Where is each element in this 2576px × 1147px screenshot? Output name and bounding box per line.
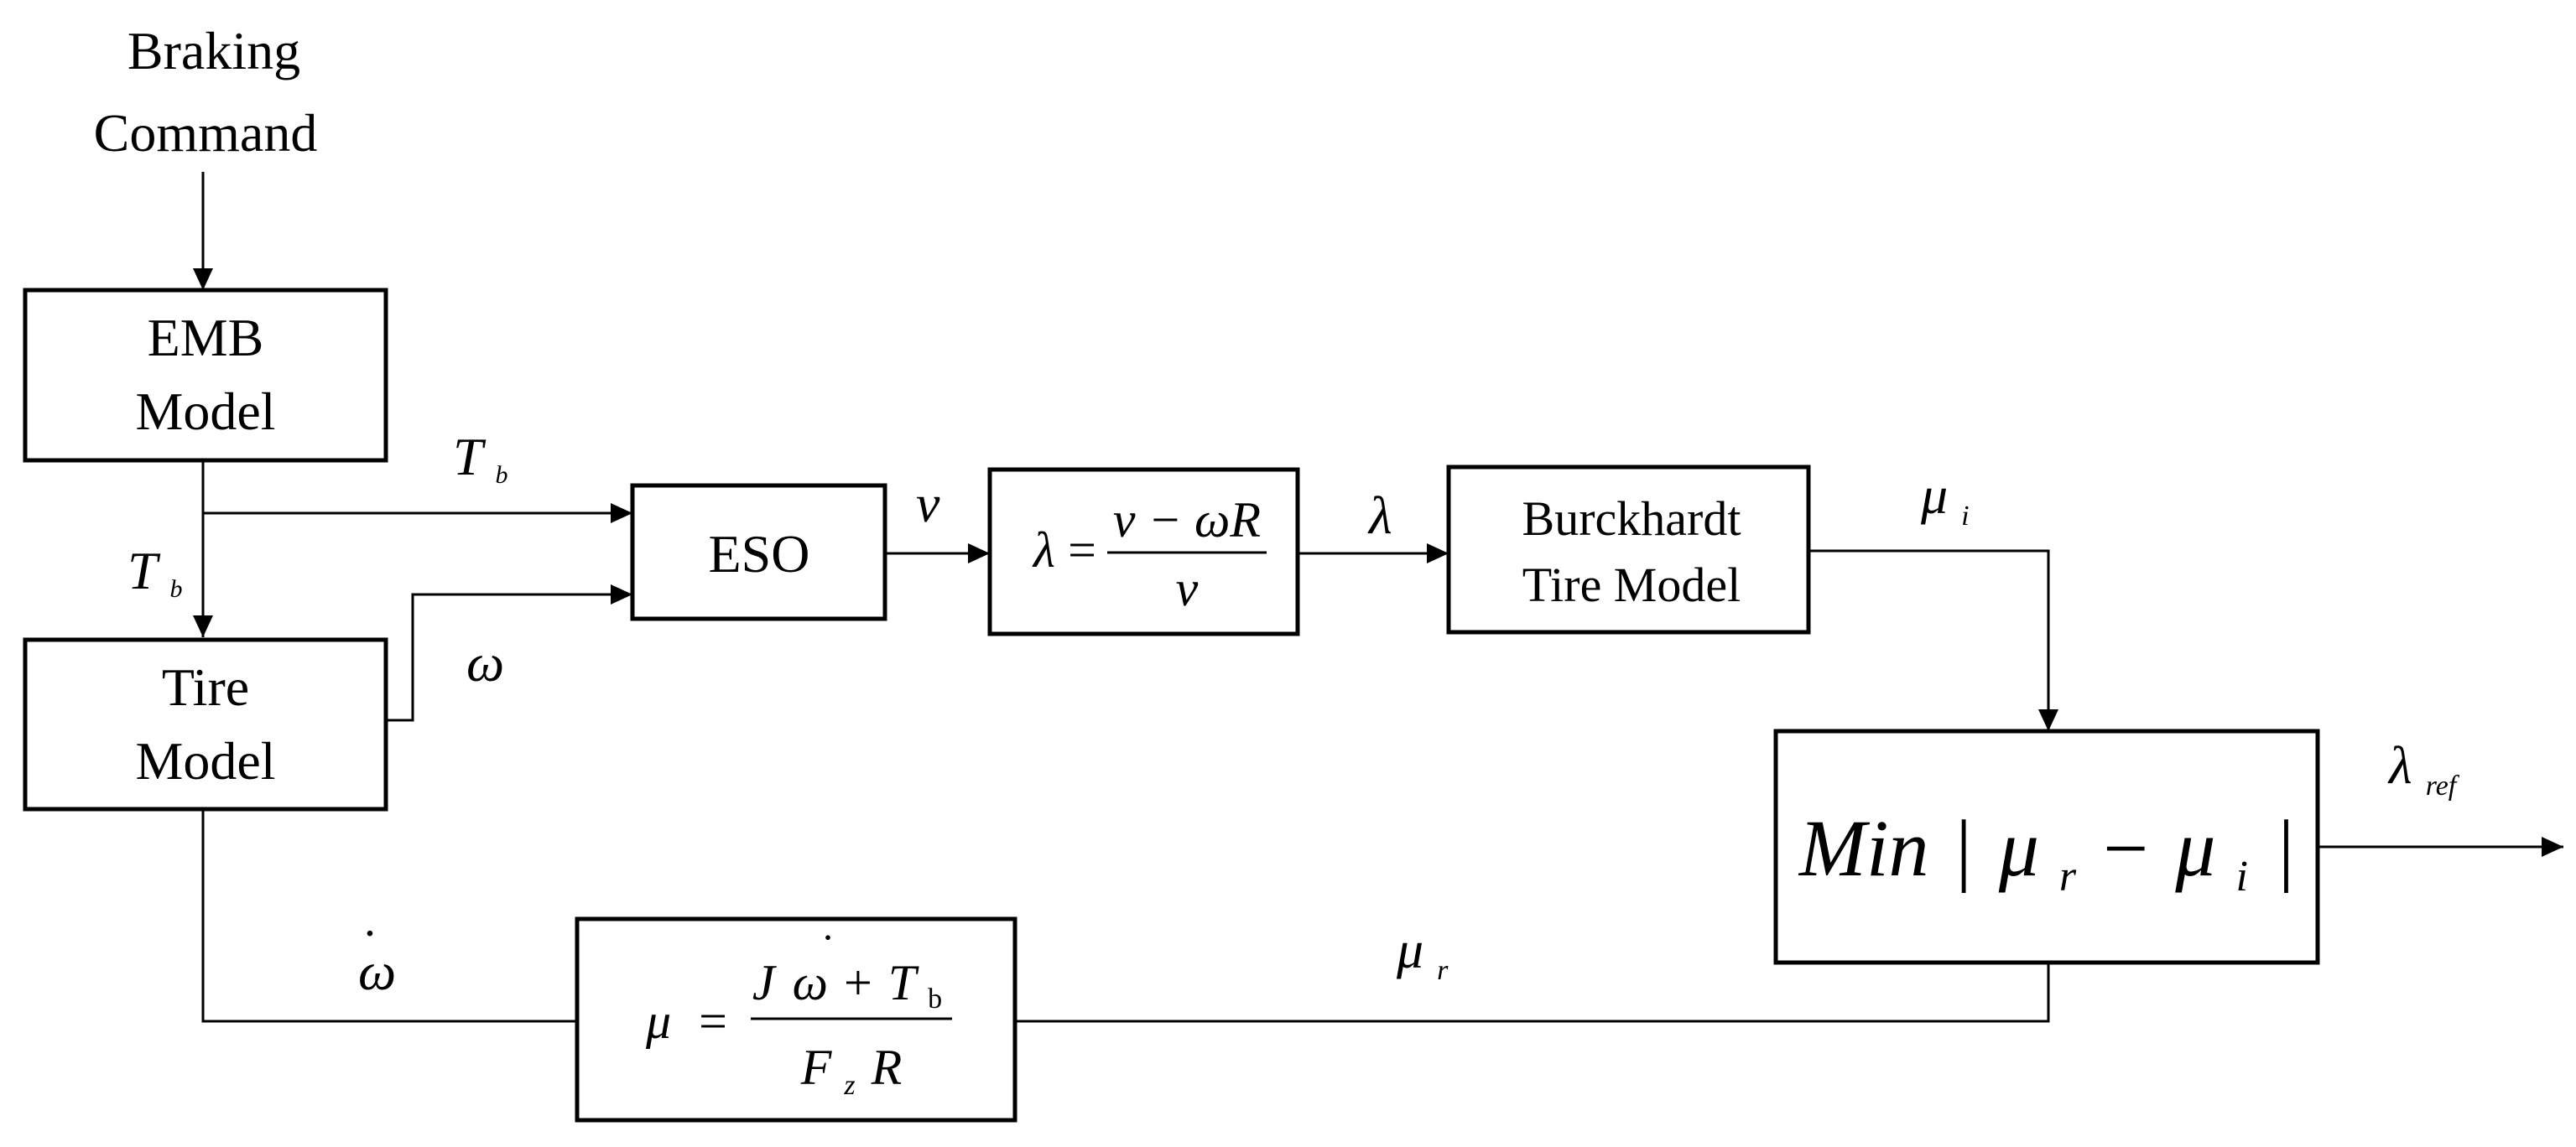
friction-num-omega: ω xyxy=(793,955,828,1010)
label-lambda-ref: λ ref xyxy=(2387,735,2460,802)
slip-ratio-equals: = xyxy=(1068,522,1096,578)
label-omega-dot-mark: · xyxy=(362,908,378,960)
min-expression: Min | μ r − μ i | xyxy=(1798,803,2294,908)
arrowhead-command-emb xyxy=(193,268,213,290)
wire-mu-i xyxy=(1808,549,2050,731)
tire-model-line1: Tire xyxy=(162,657,249,717)
friction-num-plus: + xyxy=(844,955,872,1010)
tire-model-box xyxy=(23,637,388,812)
label-tb-to-tire: T b xyxy=(127,541,182,603)
label-lambda: λ xyxy=(1367,485,1392,545)
min-bar-right: | xyxy=(2278,803,2294,893)
friction-num-j: J xyxy=(752,955,777,1010)
emb-model-line1: EMB xyxy=(148,308,264,367)
label-mu-i-sym: μ xyxy=(1920,465,1948,525)
arrowhead-omega-eso xyxy=(611,584,632,605)
min-minus: − xyxy=(2103,803,2148,893)
friction-numerator: J ω + T b xyxy=(752,955,942,1015)
label-mu-r-sym: μ xyxy=(1396,920,1423,979)
arrowhead-emb-tire xyxy=(193,615,213,637)
burckhardt-box xyxy=(1446,465,1811,635)
min-prefix: Min xyxy=(1798,803,1929,893)
eso-label: ESO xyxy=(709,524,810,584)
label-tb-to-tire-sym: T xyxy=(127,541,161,600)
emb-model-block: EMB Model xyxy=(23,288,388,463)
arrowhead-mu-i xyxy=(2038,709,2058,731)
braking-command-input: Braking Command xyxy=(94,21,318,163)
label-lambda-ref-sym: λ xyxy=(2387,735,2412,795)
min-bar-left: | xyxy=(1955,803,1971,893)
min-mu-i-sub: i xyxy=(2235,853,2247,900)
signal-labels: T b T b ν ω λ μ i λ ref ω · μ r xyxy=(127,427,2460,1001)
slip-ratio-denominator: ν xyxy=(1176,561,1199,616)
burckhardt-tire-model-block: Burckhardt Tire Model xyxy=(1446,465,1811,635)
friction-den-f-sub: z xyxy=(843,1070,855,1101)
burckhardt-line1: Burckhardt xyxy=(1522,491,1741,546)
friction-equals: = xyxy=(699,994,727,1049)
eso-block: ESO xyxy=(630,483,887,621)
tire-model-line2: Model xyxy=(135,731,275,791)
min-mu-r: μ xyxy=(1998,803,2039,893)
emb-model-box xyxy=(23,288,388,463)
label-mu-i-sub: i xyxy=(1961,501,1969,532)
slip-ratio-lhs: λ xyxy=(1032,522,1055,578)
friction-den-f: F xyxy=(800,1040,833,1095)
braking-command-line2: Command xyxy=(94,103,318,163)
signal-wires xyxy=(193,172,2563,1023)
label-mu-i: μ i xyxy=(1920,465,1970,532)
arrowhead-nu xyxy=(968,543,990,563)
wire-omega-to-eso xyxy=(386,593,632,722)
label-tb-to-eso-sub: b xyxy=(495,461,507,489)
label-nu: ν xyxy=(916,474,940,533)
slip-ratio-block: λ = ν − ωR ν xyxy=(987,467,1300,636)
min-block: Min | μ r − μ i | xyxy=(1773,729,2320,965)
label-omega-dot: ω xyxy=(358,942,396,1001)
label-tb-to-tire-sub: b xyxy=(169,575,182,603)
label-mu-r: μ r xyxy=(1396,920,1449,986)
min-box xyxy=(1773,729,2320,965)
label-tb-to-eso: T b xyxy=(453,427,507,489)
friction-coefficient-block: μ = J ω + T b · F z R xyxy=(575,916,1017,1123)
label-lambda-ref-sub: ref xyxy=(2426,771,2460,802)
tire-model-block: Tire Model xyxy=(23,637,388,812)
label-mu-r-sub: r xyxy=(1437,955,1449,986)
wire-mu-r xyxy=(1015,963,2050,1023)
friction-num-t: T xyxy=(888,955,919,1010)
min-mu-i: μ xyxy=(2174,803,2215,893)
friction-num-omega-dot: · xyxy=(821,916,835,960)
arrowhead-tb-eso xyxy=(611,503,632,523)
slip-ratio-numerator: ν − ωR xyxy=(1113,492,1261,548)
min-mu-r-sub: r xyxy=(2059,853,2077,900)
arrowhead-lambda-ref xyxy=(2542,837,2563,857)
friction-denominator: F z R xyxy=(800,1040,903,1105)
label-tb-to-eso-sym: T xyxy=(453,427,487,486)
braking-command-line1: Braking xyxy=(127,21,300,80)
emb-model-line2: Model xyxy=(135,381,275,441)
eso-box xyxy=(630,483,887,621)
friction-den-r: R xyxy=(871,1040,903,1095)
burckhardt-line2: Tire Model xyxy=(1522,558,1741,612)
label-omega: ω xyxy=(466,633,504,693)
friction-lhs: μ xyxy=(645,994,671,1049)
friction-num-t-sub: b xyxy=(928,984,942,1015)
wire-omega-dot xyxy=(201,809,577,1023)
arrowhead-lambda xyxy=(1427,543,1449,563)
